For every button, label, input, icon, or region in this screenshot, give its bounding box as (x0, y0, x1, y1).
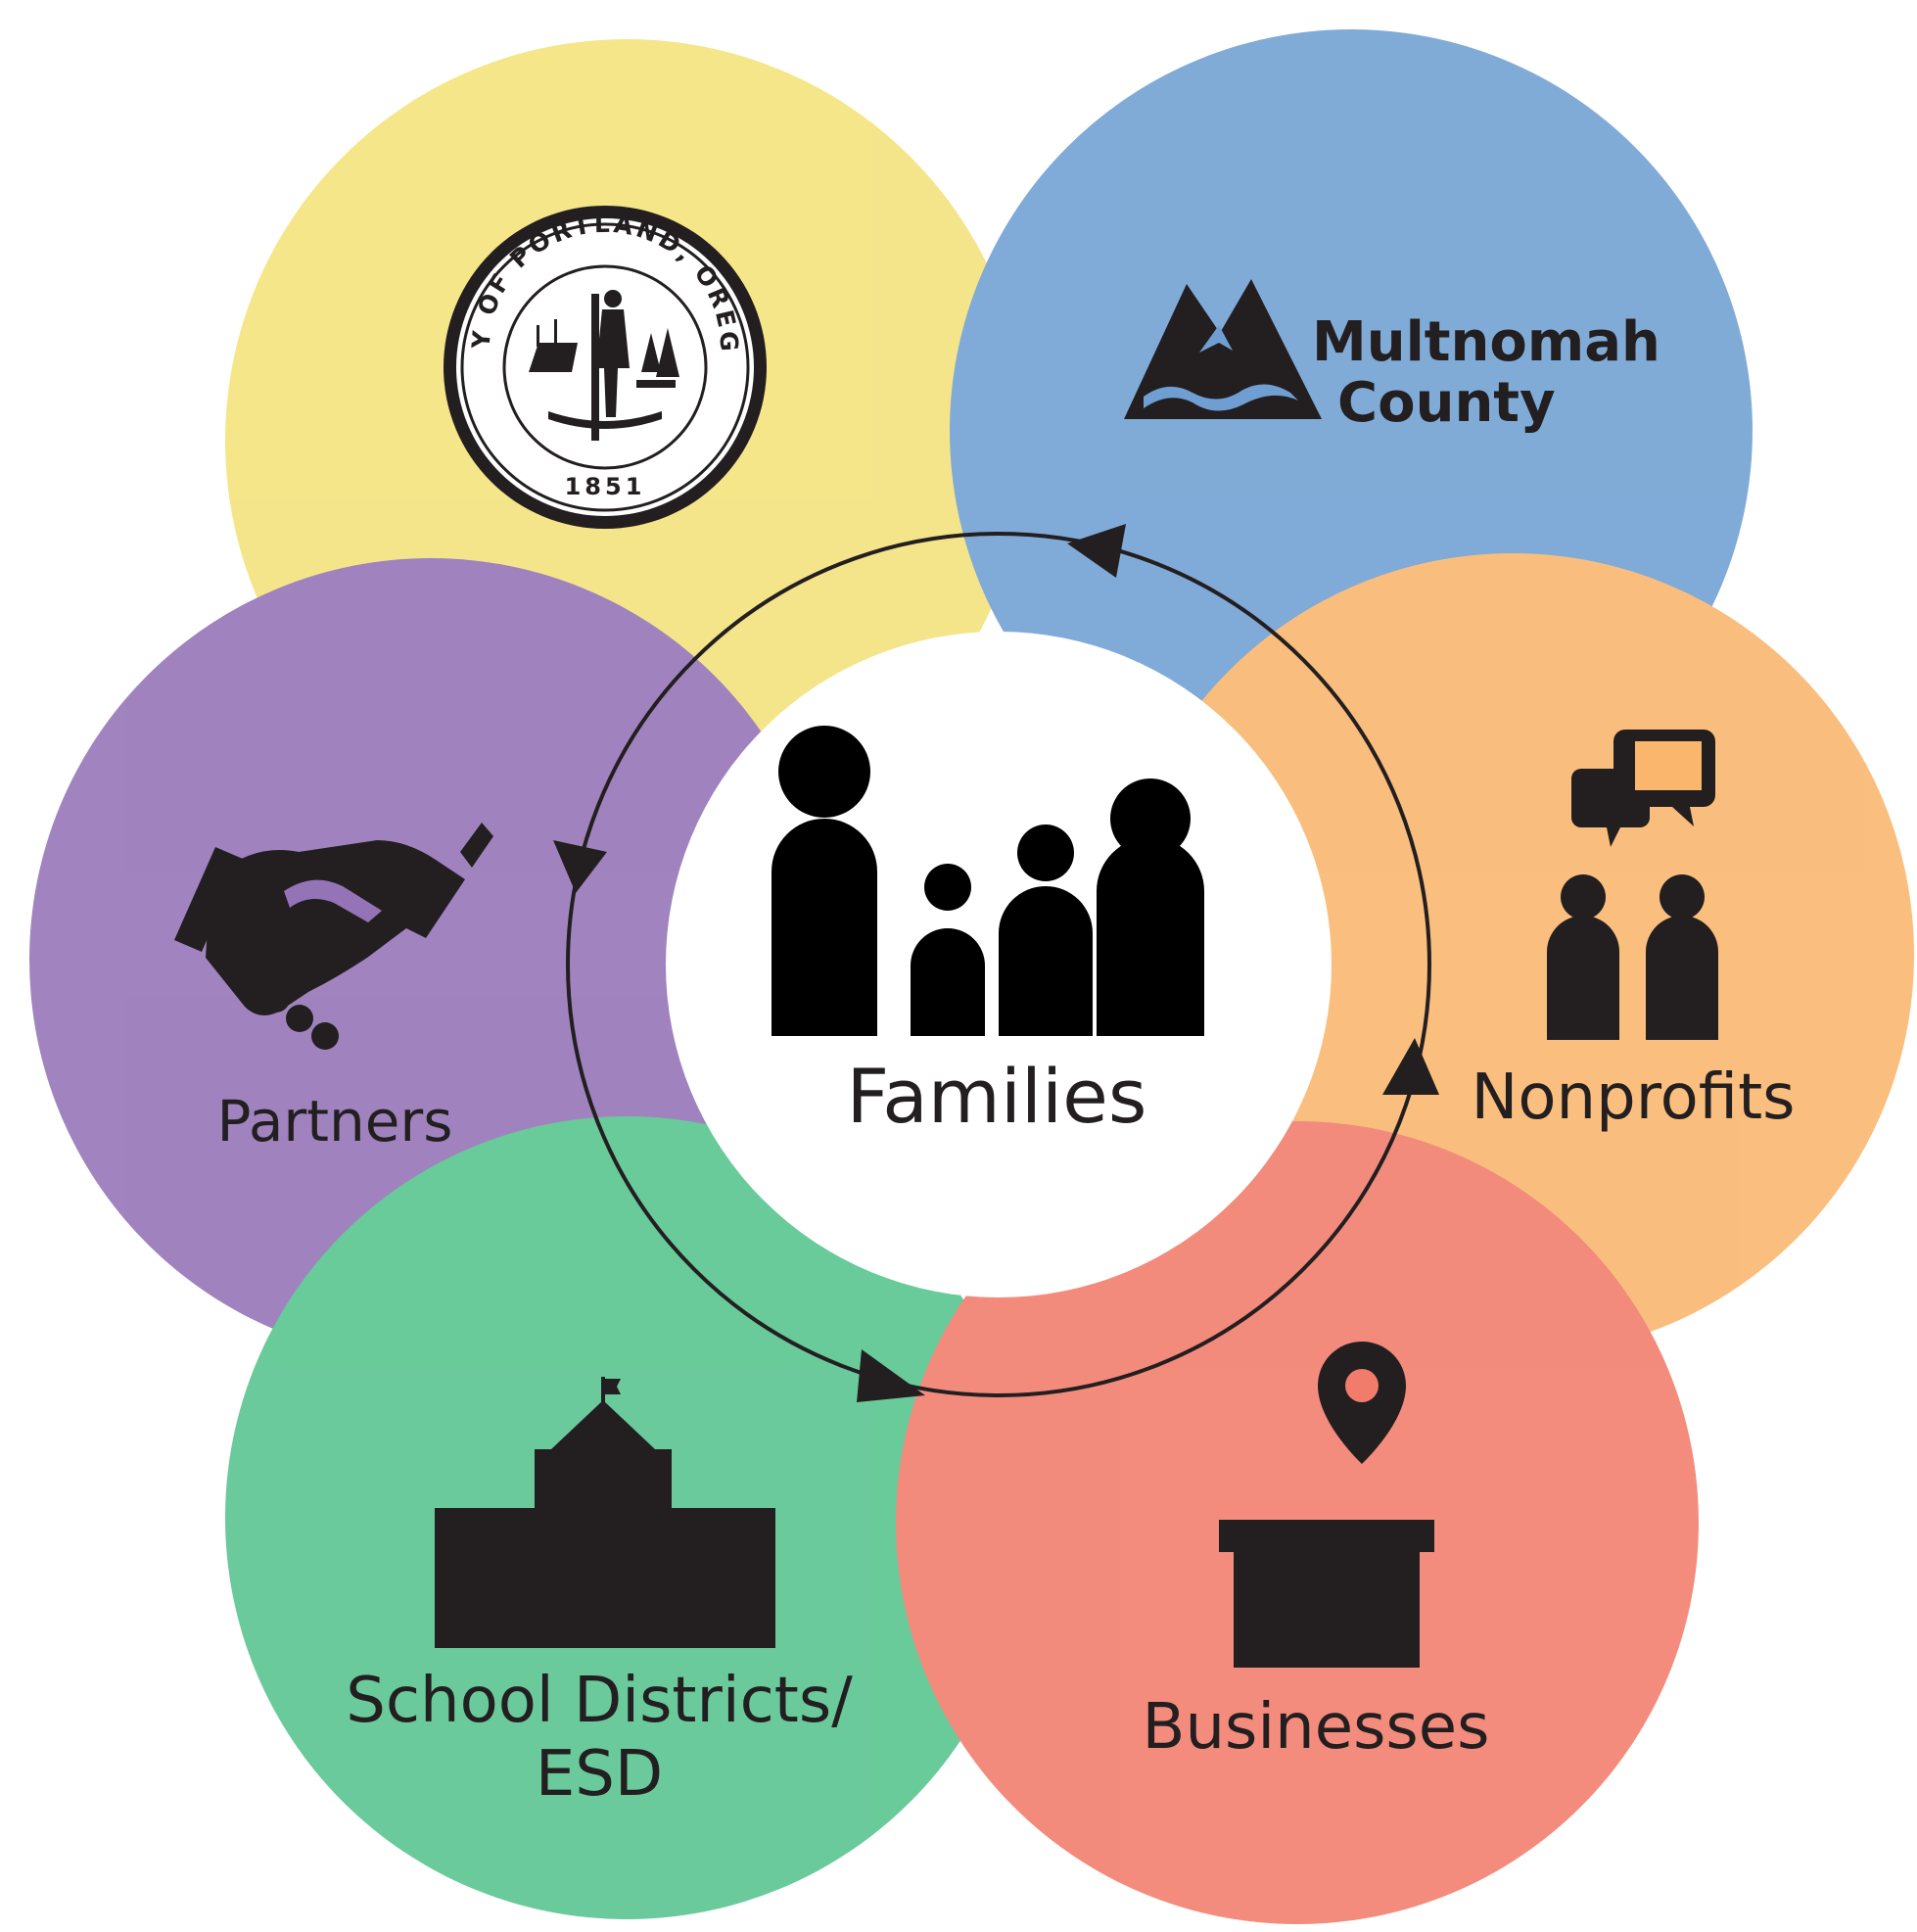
county-name-line2: County (1337, 371, 1556, 435)
schools-label-line2: ESD (536, 1738, 663, 1811)
county-name-line1: Multnomah (1312, 310, 1660, 374)
multnomah-county-logo: Multnomah County (1124, 279, 1660, 435)
nonprofits-label: Nonprofits (1471, 1061, 1795, 1134)
handshake-icon (174, 823, 493, 1050)
businesses-label: Businesses (1143, 1691, 1490, 1764)
partners-label: Partners (216, 1088, 452, 1154)
seal-year: 1851 (565, 473, 646, 500)
families-label: Families (846, 1053, 1146, 1140)
arrow-icon (1067, 524, 1126, 578)
cycle-arrows (553, 524, 1439, 1402)
arrow-icon (857, 1349, 925, 1402)
school-building-icon (435, 1377, 775, 1648)
family-icon (771, 726, 1204, 1036)
cycle-ring (566, 532, 1431, 1397)
people-talking-icon (1547, 730, 1718, 1040)
storefront-pin-icon (1219, 1342, 1434, 1668)
schools-label-line1: School Districts/ (346, 1665, 853, 1737)
arrow-icon (1382, 1038, 1439, 1095)
arrow-icon (553, 840, 607, 893)
